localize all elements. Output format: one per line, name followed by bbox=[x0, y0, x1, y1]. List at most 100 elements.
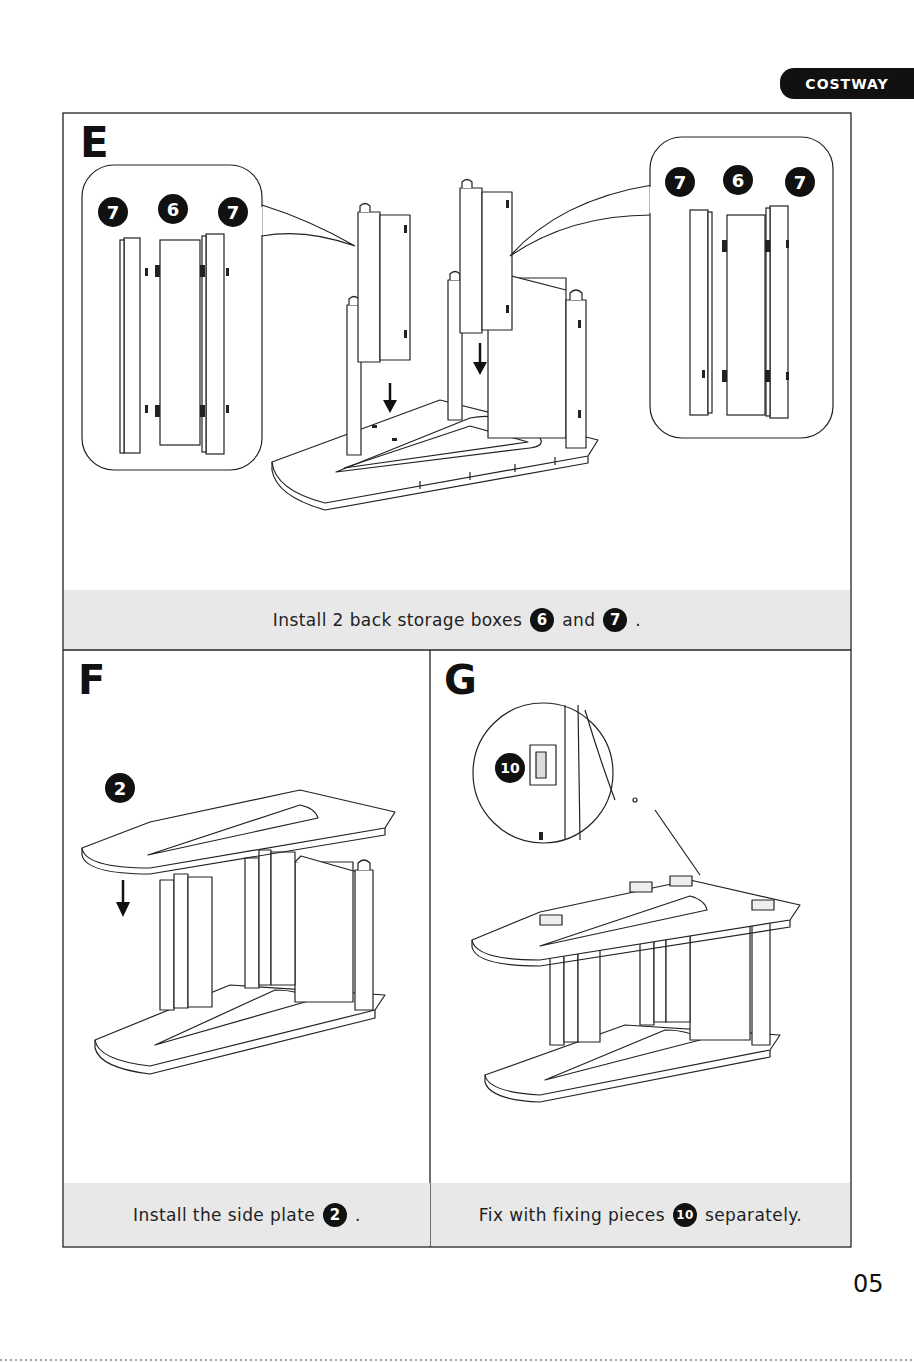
down-arrow-part bbox=[122, 880, 125, 905]
part-number: 10 bbox=[676, 1208, 694, 1222]
page-frame-part bbox=[63, 649, 851, 650]
brand-name: COSTWAY bbox=[805, 76, 888, 92]
step-e-drawing-part-part bbox=[506, 200, 509, 208]
callout-number: 6 bbox=[723, 165, 753, 195]
leader-line bbox=[655, 810, 700, 875]
detail-bubble-part bbox=[510, 185, 652, 256]
step-g-drawing-part-part bbox=[670, 876, 692, 886]
part-number: 6 bbox=[732, 170, 745, 191]
step-g-drawing-part bbox=[540, 876, 774, 925]
detail-bubble-part-part bbox=[145, 405, 148, 413]
step-e-drawing-part bbox=[482, 192, 512, 330]
step-f-drawing-part bbox=[95, 1010, 375, 1074]
step-e-drawing-part-part bbox=[392, 438, 397, 441]
part-number: 7 bbox=[227, 202, 240, 223]
step-e-drawing-part bbox=[460, 188, 482, 333]
page-number: 05 bbox=[853, 1272, 884, 1296]
step-e-drawing-part bbox=[420, 457, 555, 489]
step-f-drawing-part bbox=[259, 850, 271, 985]
detail-bubble-part bbox=[262, 205, 355, 246]
detail-bubble-part bbox=[82, 165, 262, 470]
page-frame-part bbox=[0, 1359, 914, 1360]
step-e-drawing-part-part bbox=[506, 305, 509, 313]
step-g-drawing-part-part bbox=[752, 900, 774, 910]
detail-bubble-part-part bbox=[786, 372, 789, 380]
detail-bubble-part bbox=[650, 137, 833, 438]
step-letter: G bbox=[444, 660, 477, 700]
instruction-text: Install the side plate bbox=[133, 1205, 315, 1225]
instruction-band: Install 2 back storage boxes 6 and 7. bbox=[64, 590, 850, 649]
step-e-drawing-part-part bbox=[372, 425, 377, 428]
detail-bubble-part-part bbox=[722, 370, 727, 382]
detail-bubble-part-part bbox=[155, 265, 160, 277]
detail-bubble-part-part bbox=[145, 268, 148, 276]
callout-number: 7 bbox=[218, 197, 248, 227]
instruction-band: Fix with fixing pieces10separately. bbox=[431, 1183, 850, 1246]
step-e-drawing-part-part bbox=[420, 457, 555, 489]
step-e-drawing-part bbox=[462, 180, 472, 189]
page-frame-part bbox=[63, 113, 851, 1247]
detail-bubble-part bbox=[260, 207, 263, 235]
detail-bubble-part-part bbox=[200, 405, 205, 417]
step-g-drawing-part bbox=[536, 752, 546, 778]
callout-number: 6 bbox=[158, 194, 188, 224]
part-number: 2 bbox=[114, 778, 127, 799]
step-g-drawing-part bbox=[565, 705, 615, 840]
down-arrows bbox=[383, 343, 487, 413]
detail-bubble-part bbox=[708, 212, 712, 413]
callout-number: 6 bbox=[530, 608, 554, 632]
step-e-drawing-part bbox=[570, 290, 582, 300]
instruction-text: Install 2 back storage boxes bbox=[273, 610, 522, 630]
detail-bubble-part bbox=[124, 238, 140, 453]
callout-number: 7 bbox=[603, 608, 627, 632]
step-e-drawing-part bbox=[566, 300, 586, 448]
instruction-text: and bbox=[562, 610, 595, 630]
detail-bubble-part bbox=[206, 234, 224, 454]
detail-bubble-part bbox=[766, 208, 770, 416]
instruction-text: . bbox=[355, 1205, 361, 1225]
detail-bubble-part bbox=[650, 187, 653, 213]
step-f-drawing-part bbox=[148, 805, 318, 855]
part-number: 7 bbox=[794, 172, 807, 193]
detail-bubble-part bbox=[145, 265, 229, 417]
detail-bubble-part-part bbox=[786, 240, 789, 248]
step-e-drawing-part-part bbox=[404, 225, 407, 233]
step-g-drawing-part bbox=[473, 703, 613, 843]
step-e-drawing-part bbox=[360, 204, 370, 213]
callout-number: 10 bbox=[673, 1203, 697, 1227]
step-f-drawing-part bbox=[295, 856, 357, 872]
step-f-drawing-part bbox=[271, 852, 295, 985]
instruction-text: . bbox=[635, 610, 641, 630]
step-f-drawing bbox=[82, 790, 395, 1074]
step-e-drawing-part bbox=[450, 272, 460, 281]
detail-bubble-part bbox=[160, 240, 200, 445]
step-g-drawing bbox=[472, 703, 800, 1102]
detail-bubble-part-part bbox=[765, 240, 770, 252]
callout-number: 7 bbox=[665, 167, 695, 197]
step-g-drawing-part bbox=[539, 832, 543, 840]
part-number: 7 bbox=[610, 611, 621, 629]
brand-badge: COSTWAY bbox=[780, 68, 914, 99]
down-arrows-part bbox=[383, 400, 397, 413]
callout-number: 7 bbox=[98, 197, 128, 227]
step-f-drawing-part bbox=[82, 828, 385, 874]
step-e-drawing-part-part bbox=[578, 410, 581, 418]
part-number: 7 bbox=[107, 202, 120, 223]
step-g-drawing-part bbox=[540, 896, 707, 946]
instruction-text: Fix with fixing pieces bbox=[479, 1205, 665, 1225]
part-number: 6 bbox=[537, 611, 548, 629]
step-e-drawing-part-part bbox=[578, 320, 581, 328]
step-f-drawing-part bbox=[160, 880, 174, 1010]
step-e-drawing-part bbox=[380, 215, 410, 360]
step-f-drawing-part bbox=[355, 870, 373, 1010]
step-f-drawing-part bbox=[358, 860, 370, 870]
step-g-drawing-part bbox=[633, 798, 637, 802]
down-arrow bbox=[116, 880, 130, 917]
page-frame bbox=[0, 113, 914, 1360]
detail-bubble-part-part bbox=[226, 405, 229, 413]
detail-bubble-part bbox=[727, 215, 765, 415]
step-letter: F bbox=[78, 660, 105, 700]
down-arrow-part bbox=[116, 902, 130, 917]
detail-bubble-part-part bbox=[226, 268, 229, 276]
